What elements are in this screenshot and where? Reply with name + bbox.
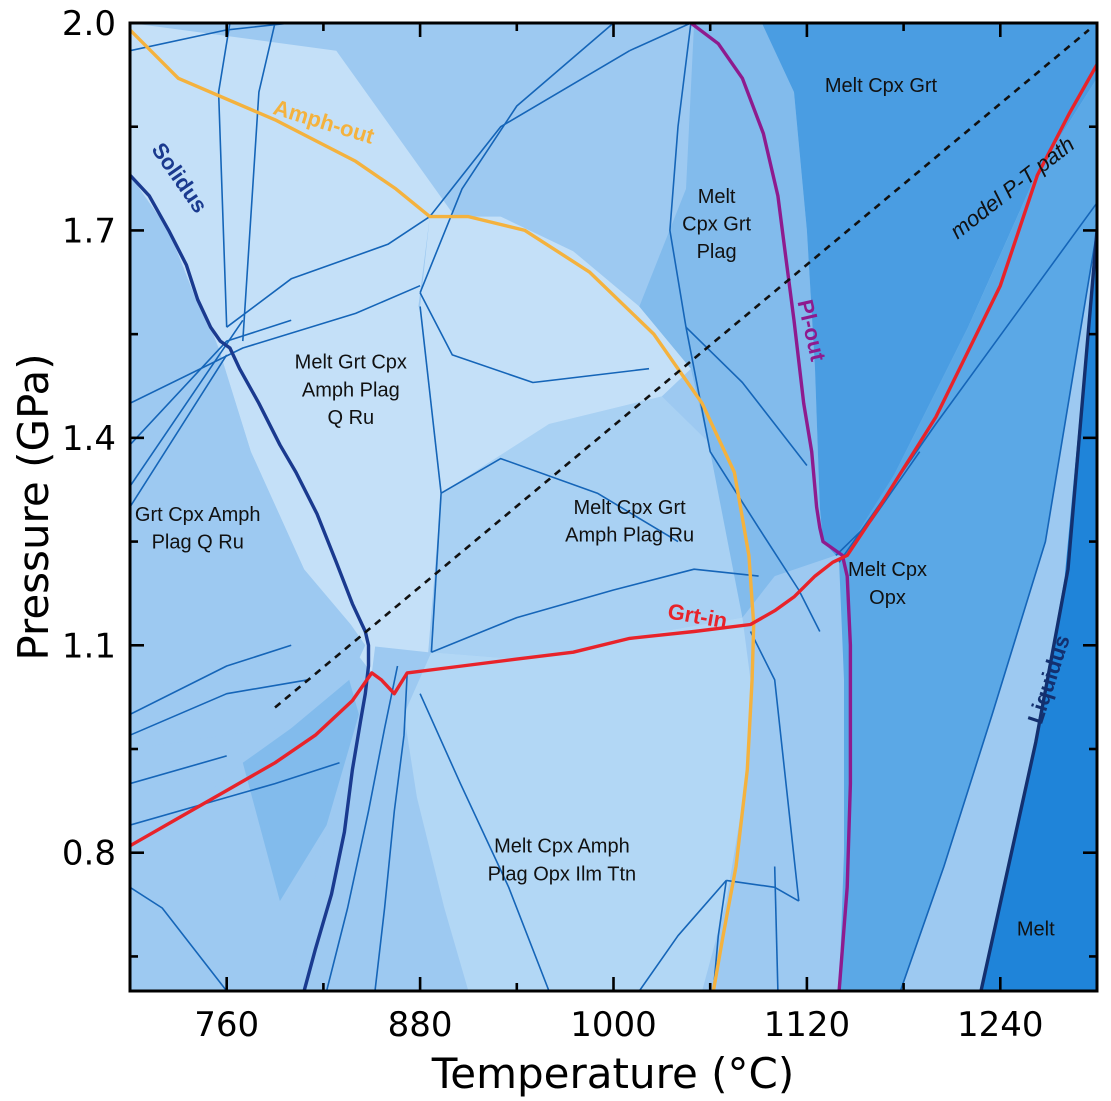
field-melt-cpx-grt-amph-plag-ru	[431, 396, 762, 660]
boundary-line-24	[374, 672, 408, 991]
field-melt-cpx-grt-plag	[639, 23, 836, 618]
field-label-plag-12: Plag	[697, 241, 737, 263]
field-label-q-ru-2: Q Ru	[327, 407, 374, 429]
boundary-line-11	[629, 23, 692, 52]
x-tick-label-1240: 1240	[957, 1005, 1044, 1045]
field-label-amph-plag-ru-6: Amph Plag Ru	[565, 525, 694, 547]
y-tick-label-0-8: 0.8	[62, 834, 116, 874]
curve-pl-out	[689, 23, 853, 991]
field-melt	[981, 230, 1097, 991]
boundary-line-25	[419, 693, 550, 991]
boundary-line-16	[419, 306, 442, 494]
curve-amph-out	[130, 28, 756, 991]
boundary-line-33	[638, 879, 727, 991]
y-tick-label-1-4: 1.4	[62, 419, 116, 459]
field-label-opx-14: Opx	[869, 587, 906, 609]
field-label-melt-15: Melt	[1017, 919, 1055, 941]
boundary-line-34	[899, 230, 1097, 991]
boundary-line-4	[130, 319, 244, 487]
boundary-line-5	[217, 23, 231, 328]
boundary-line-7	[419, 23, 615, 293]
boundary-line-23	[325, 665, 399, 991]
boundary-line-29	[773, 866, 779, 991]
field-melt-cpx-grt	[761, 23, 1097, 556]
y-tick-label-1-1: 1.1	[62, 626, 116, 666]
field-grt-cpx-amph-plag-q-ru	[130, 348, 366, 749]
boundary-line-22	[130, 762, 340, 826]
boundary-line-3	[130, 354, 228, 508]
phase-fields	[130, 23, 1097, 991]
field-label-melt-10: Melt	[698, 186, 736, 208]
field-melt-grt-cpx-amph-plag-q-ru	[218, 306, 442, 653]
field-melt-cpx-amph-plag-opx-ilm-ttn	[404, 617, 751, 991]
boundary-line-17	[440, 457, 679, 543]
field-label-melt-cpx-amph-7: Melt Cpx Amph	[494, 836, 630, 858]
boundary-line-32	[130, 886, 228, 991]
boundary-line-13	[685, 326, 808, 466]
boundary-line-12	[669, 23, 692, 328]
boundary-line-19	[130, 644, 292, 716]
field-label-plag-q-ru-4: Plag Q Ru	[152, 532, 244, 554]
field-label-amph-plag-1: Amph Plag	[302, 379, 400, 401]
boundary-line-18	[431, 568, 759, 653]
y-axis-title: Pressure (GPa)	[9, 353, 58, 660]
field-label-melt-cpx-13: Melt Cpx	[848, 559, 927, 581]
boundary-line-1	[130, 319, 292, 446]
boundary-line-6	[242, 23, 276, 342]
field-label-melt-cpx-grt-5: Melt Cpx Grt	[573, 497, 686, 519]
curve-solidus	[130, 173, 371, 991]
x-tick-label-880: 880	[388, 1005, 453, 1045]
axis-ticks: 760 880 1000 1120 1240 0.8 1.1 1.4 1.7 2.0	[62, 4, 1097, 1045]
boundary-line-8	[419, 292, 650, 384]
curve-liquidus	[979, 228, 1097, 991]
curve-grt-in	[130, 62, 1097, 848]
boundary-line-2	[130, 284, 421, 405]
boundary-line-21	[130, 755, 227, 785]
field-label-melt-grt-cpx-0: Melt Grt Cpx	[295, 352, 407, 374]
x-axis-title: Temperature (°C)	[431, 1049, 795, 1098]
y-tick-label-1-7: 1.7	[62, 211, 116, 251]
field-wedge	[242, 679, 359, 902]
boundary-line-20	[130, 679, 308, 736]
x-tick-label-1000: 1000	[570, 1005, 657, 1045]
field-boundaries	[130, 23, 1097, 991]
x-tick-label-1120: 1120	[764, 1005, 851, 1045]
boundary-line-28	[749, 631, 800, 902]
field-label-plag-opx-ilm-ttn-8: Plag Opx Ilm Ttn	[488, 863, 637, 885]
phase-curves	[130, 23, 1097, 991]
boundary-line-14	[685, 327, 821, 632]
boundary-line-10	[429, 50, 631, 218]
field-label-cpx-grt-11: Cpx Grt	[682, 213, 751, 235]
boundary-line-9	[226, 215, 431, 328]
x-tick-label-760: 760	[194, 1005, 259, 1045]
field-label-grt-cpx-amph-3: Grt Cpx Amph	[135, 504, 261, 526]
y-tick-label-2: 2.0	[62, 4, 116, 44]
field-label-melt-cpx-grt-9: Melt Cpx Grt	[825, 75, 938, 97]
field-amph-free-high-t	[420, 216, 691, 494]
field-melt-cpx-opx	[839, 78, 1097, 991]
